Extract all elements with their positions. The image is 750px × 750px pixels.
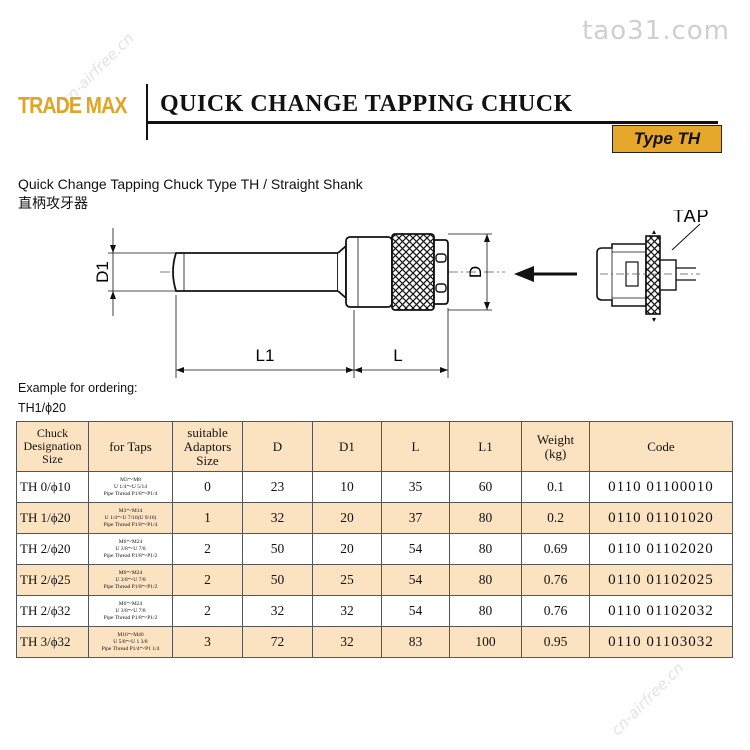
cell-d: 23 [242, 471, 313, 503]
cell-d1: 32 [312, 595, 382, 627]
cell-l1: 100 [449, 626, 522, 658]
cell-code: 0110 01102025 [589, 564, 733, 596]
technical-drawing: D1 D L1 L TAP [93, 210, 710, 378]
cell-d: 50 [242, 533, 313, 565]
cell-adaptor: 1 [172, 502, 243, 534]
cell-size: TH 2/ϕ20 [16, 533, 89, 565]
cell-weight: 0.76 [521, 595, 590, 627]
watermark-diagonal: cn-airfree.cn [607, 659, 688, 739]
header-d: D [242, 421, 313, 472]
dim-d-label: D [466, 266, 485, 278]
cell-size: TH 2/ϕ25 [16, 564, 89, 596]
cell-l: 37 [381, 502, 450, 534]
cell-l1: 60 [449, 471, 522, 503]
cell-weight: 0.69 [521, 533, 590, 565]
cell-adaptor: 2 [172, 533, 243, 565]
brand-logo: TRADE MAX [18, 92, 127, 118]
chuck-body [345, 236, 393, 308]
cell-d1: 20 [312, 502, 382, 534]
type-badge: Type TH [612, 125, 722, 153]
cell-l1: 80 [449, 595, 522, 627]
cell-adaptor: 2 [172, 595, 243, 627]
cell-d: 72 [242, 626, 313, 658]
dim-l-label: L [393, 346, 402, 365]
ordering-example: TH1/ϕ20 [18, 401, 66, 415]
shank [172, 252, 339, 292]
cell-code: 0110 01100010 [589, 471, 733, 503]
cell-d: 50 [242, 564, 313, 596]
cell-d: 32 [242, 595, 313, 627]
subtitle-chinese: 直柄攻牙器 [18, 196, 88, 212]
cell-d1: 25 [312, 564, 382, 596]
brand-divider [146, 84, 148, 140]
cell-weight: 0.1 [521, 471, 590, 503]
title-rule [148, 121, 718, 124]
cell-l: 54 [381, 595, 450, 627]
cell-code: 0110 01103032 [589, 626, 733, 658]
cell-d: 32 [242, 502, 313, 534]
cell-weight: 0.2 [521, 502, 590, 534]
cell-l1: 80 [449, 533, 522, 565]
page-title: QUICK CHANGE TAPPING CHUCK [160, 91, 573, 117]
header-l1: L1 [449, 421, 522, 472]
cell-l: 54 [381, 564, 450, 596]
cell-adaptor: 3 [172, 626, 243, 658]
header-code: Code [589, 421, 733, 472]
cell-weight: 0.76 [521, 564, 590, 596]
header-l: L [381, 421, 450, 472]
header-weight: Weight(kg) [521, 421, 590, 472]
cell-l1: 80 [449, 564, 522, 596]
cell-d1: 32 [312, 626, 382, 658]
cell-l: 83 [381, 626, 450, 658]
subtitle: Quick Change Tapping Chuck Type TH / Str… [18, 176, 363, 192]
cell-size: TH 1/ϕ20 [16, 502, 89, 534]
tap-label: TAP [673, 210, 710, 226]
cell-l: 54 [381, 533, 450, 565]
cell-size: TH 2/ϕ32 [16, 595, 89, 627]
cell-d1: 10 [312, 471, 382, 503]
cell-code: 0110 01101020 [589, 502, 733, 534]
header-d1: D1 [312, 421, 382, 472]
cell-adaptor: 2 [172, 564, 243, 596]
tap-adaptor [596, 223, 701, 322]
cell-l1: 80 [449, 502, 522, 534]
cell-adaptor: 0 [172, 471, 243, 503]
collar [337, 244, 347, 300]
watermark: tao31.com [582, 16, 730, 46]
cell-weight: 0.95 [521, 626, 590, 658]
cell-size: TH 3/ϕ32 [16, 626, 89, 658]
ordering-label: Example for ordering: [18, 381, 138, 395]
cell-l: 35 [381, 471, 450, 503]
cell-size: TH 0/ϕ10 [16, 471, 89, 503]
knurled-ring [391, 233, 435, 311]
chuck-nose [433, 239, 449, 305]
cell-code: 0110 01102032 [589, 595, 733, 627]
cell-d1: 20 [312, 533, 382, 565]
cell-code: 0110 01102020 [589, 533, 733, 565]
header-taps: for Taps [88, 421, 173, 472]
dim-l1-label: L1 [256, 346, 275, 365]
dim-d1-label: D1 [93, 261, 112, 283]
